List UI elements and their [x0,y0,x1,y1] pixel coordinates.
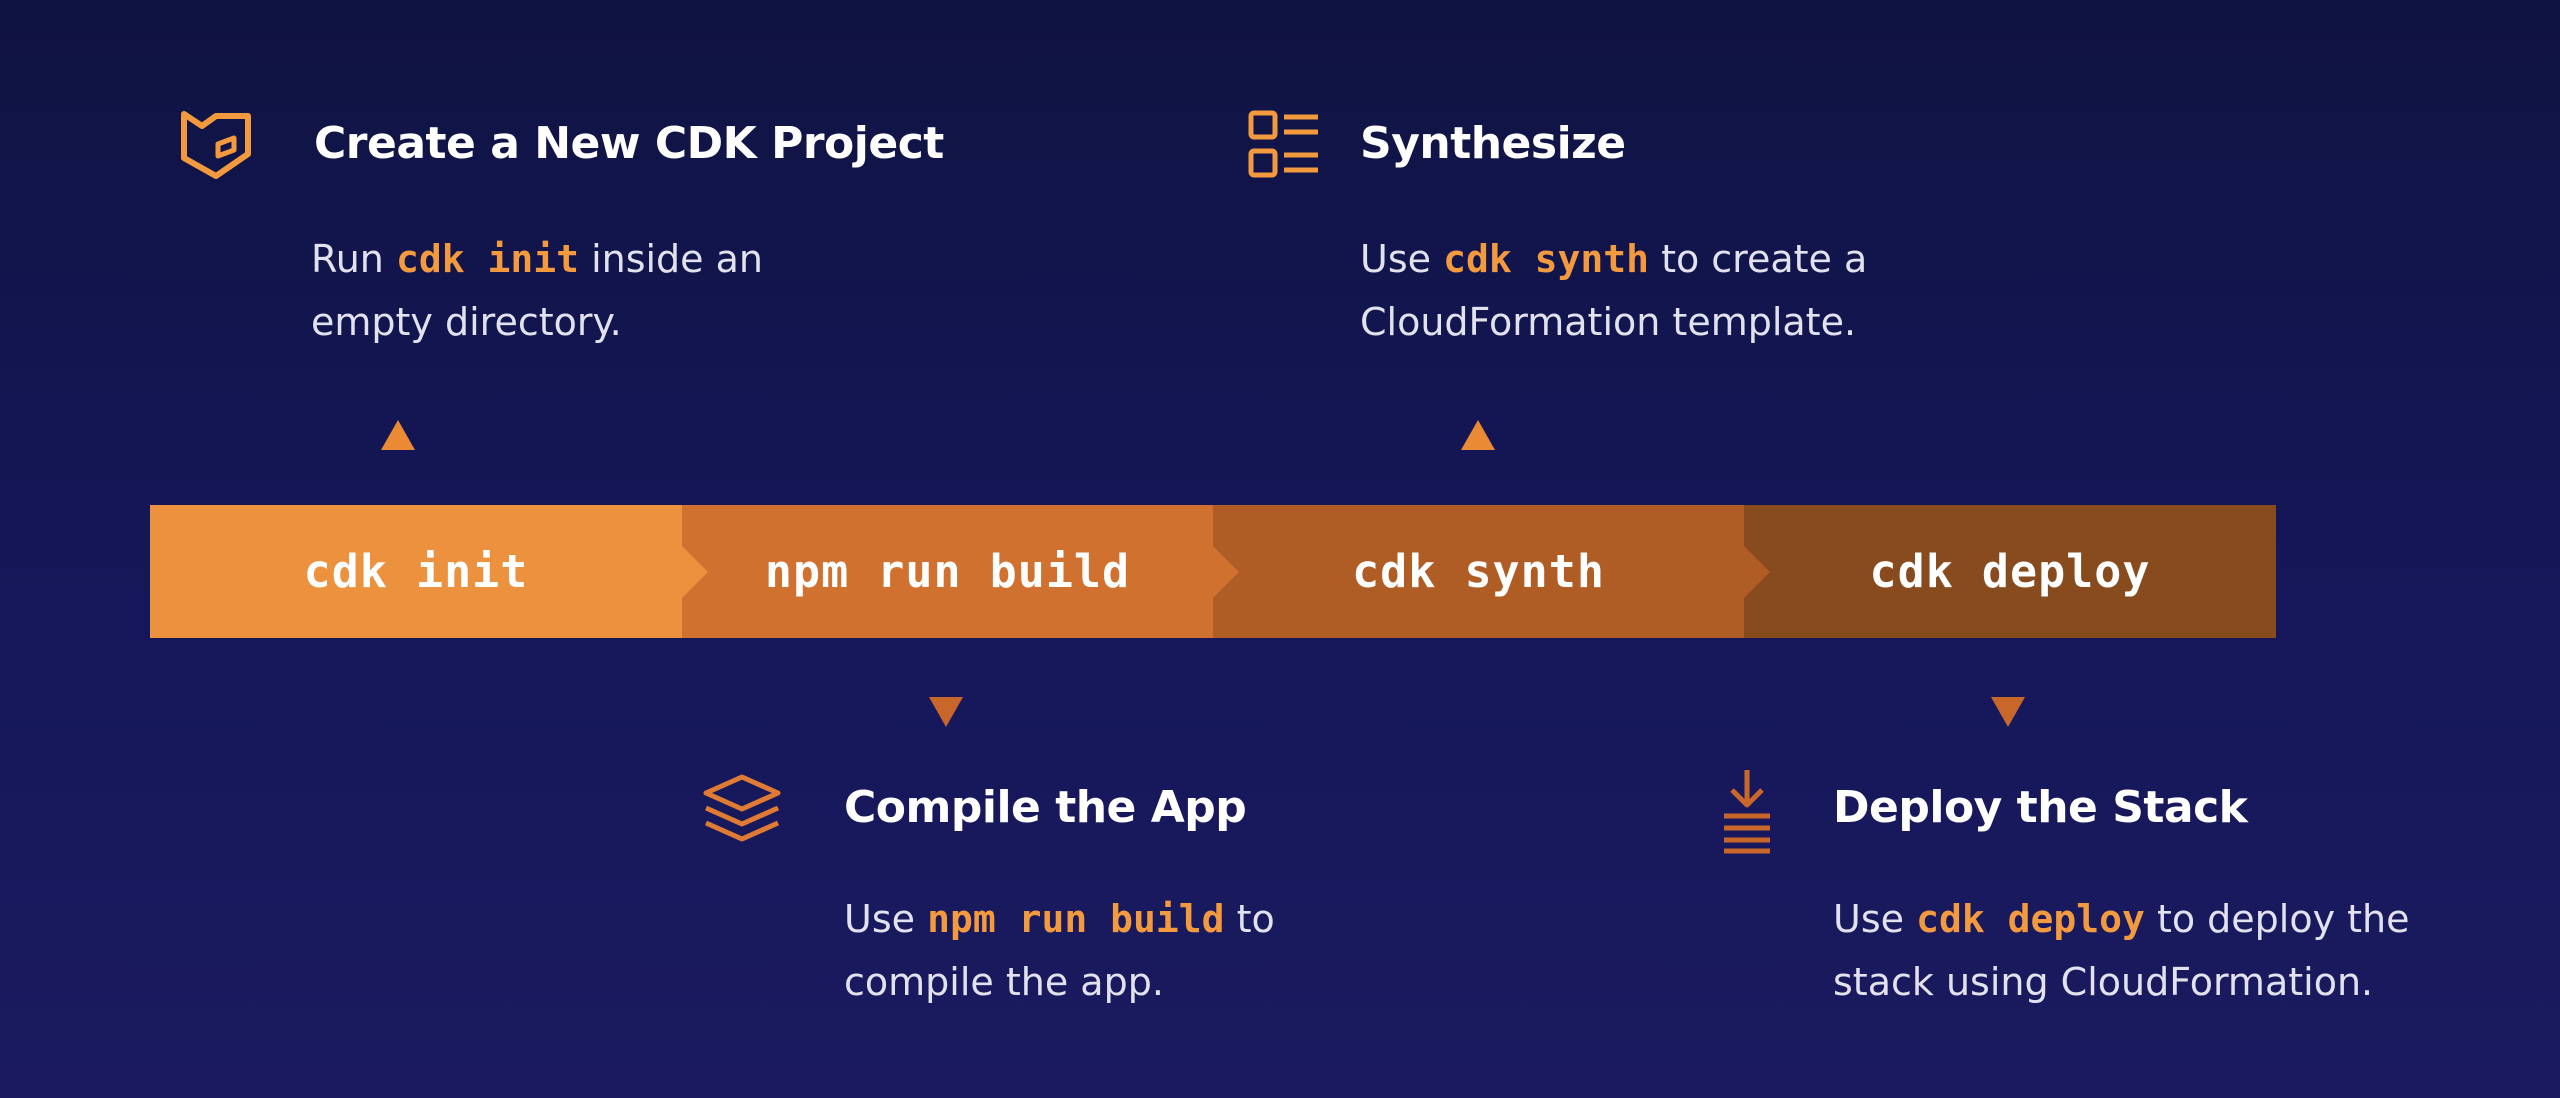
card-title: Compile the App [844,782,1247,833]
description-text: Use [1360,237,1444,281]
description-text: Use [1833,897,1917,941]
deploy-download-icon [1724,770,1770,854]
card-title: Create a New CDK Project [314,118,944,169]
up-arrow-icon [381,420,415,450]
inline-code: cdk synth [1443,237,1649,281]
pipeline-stage-build: npm run build [682,505,1239,638]
stage-label: cdk synth [1352,545,1605,598]
card-description: Use cdk deploy to deploy the stack using… [1833,888,2410,1014]
card-title: Deploy the Stack [1833,782,2248,833]
description-text: inside an [578,237,764,281]
description-text: Use [844,897,928,941]
card-description: Use npm run build to compile the app. [844,888,1275,1014]
pipeline-bar: cdk init npm run build cdk synth cdk dep… [150,505,2276,638]
description-line-2: stack using CloudFormation. [1833,960,2374,1004]
pipeline-stage-init: cdk init [150,505,708,638]
pipeline-stage-synth: cdk synth [1213,505,1770,638]
pipeline-stage-deploy: cdk deploy [1744,505,2276,638]
cdk-logo-icon [181,111,251,179]
inline-code: cdk deploy [1916,897,2145,941]
description-line-2: CloudFormation template. [1360,300,1857,344]
description-text: to deploy the [2144,897,2410,941]
card-description: Run cdk init inside an empty directory. [311,228,763,354]
card-title: Synthesize [1360,118,1626,169]
layers-icon [703,774,781,842]
inline-code: cdk init [395,237,579,281]
description-line-2: empty directory. [311,300,622,344]
stage-label: npm run build [764,545,1131,598]
description-text: Run [311,237,396,281]
chevron-right-icon [1744,545,1770,598]
description-line-1: Use cdk synth to create a [1360,228,1867,291]
template-list-icon [1248,110,1318,178]
description-text: to create a [1648,237,1868,281]
stage-label: cdk deploy [1869,545,2151,598]
description-text: to [1224,897,1275,941]
card-description: Use cdk synth to create a CloudFormation… [1360,228,1867,354]
chevron-right-icon [1213,545,1239,598]
down-arrow-icon [929,697,963,727]
description-line-1: Use cdk deploy to deploy the [1833,888,2410,951]
description-line-2: compile the app. [844,960,1164,1004]
down-arrow-icon [1991,697,2025,727]
chevron-right-icon [682,545,708,598]
up-arrow-icon [1461,420,1495,450]
stage-label: cdk init [303,545,529,598]
description-line-1: Run cdk init inside an [311,228,763,291]
description-line-1: Use npm run build to [844,888,1275,951]
inline-code: npm run build [927,897,1225,941]
